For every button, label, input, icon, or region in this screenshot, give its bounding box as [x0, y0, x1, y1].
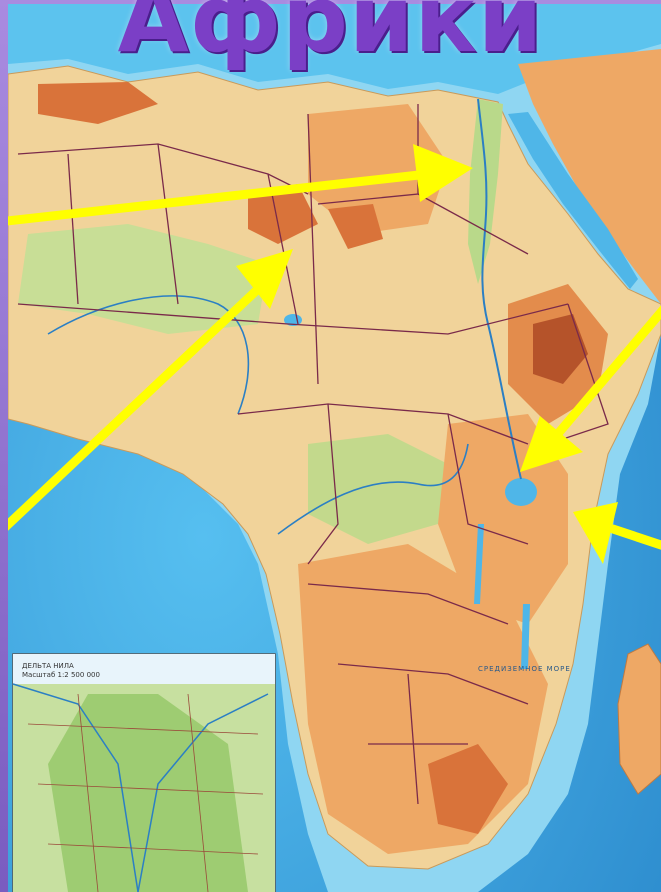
lake-tanganyika [474, 524, 484, 604]
highland-drakensberg [428, 744, 508, 834]
highland-atlas [38, 82, 158, 124]
mountain-ethiopian-highlands [533, 314, 588, 384]
arrow-to-kilimanjaro [608, 524, 661, 550]
inset-scale: Масштаб 1:2 500 000 [22, 671, 100, 679]
mediterranean-sea [8, 4, 661, 94]
nile-delta-inset [12, 653, 276, 892]
inset-header: ДЕЛЬТА НИЛА Масштаб 1:2 500 000 [22, 662, 272, 686]
inset-title: ДЕЛЬТА НИЛА [22, 662, 74, 670]
annotation-arrows [8, 144, 661, 564]
highland-ahaggar [248, 184, 318, 244]
map-canvas [8, 4, 661, 892]
lake-malawi [521, 604, 530, 669]
slide-title: Африки [117, 0, 544, 73]
arabian-peninsula [518, 49, 661, 304]
arrow-to-lake-chad [8, 284, 263, 531]
arrow-to-kilimanjaro-head [573, 502, 618, 564]
red-sea [508, 112, 638, 289]
lowland-sahel [18, 224, 268, 334]
niger-river [47, 295, 250, 415]
inset-sea-label: СРЕДИЗЕМНОЕ МОРЕ [478, 665, 571, 673]
arrow-to-lake-victoria-head [520, 416, 583, 472]
nile-river [477, 98, 522, 480]
country-borders [17, 104, 609, 805]
africa-map: ДЕЛЬТА НИЛА Масштаб 1:2 500 000 СРЕДИЗЕМ… [8, 4, 661, 892]
lake-victoria [505, 478, 537, 506]
arrow-to-lake-victoria [551, 305, 661, 441]
highland-tibesti [328, 204, 383, 249]
arrow-to-nile [8, 169, 433, 226]
arrow-to-nile-head [413, 144, 473, 202]
arrow-to-lake-chad-head [236, 249, 293, 309]
madagascar [617, 643, 661, 795]
lowland-congo [308, 434, 448, 544]
